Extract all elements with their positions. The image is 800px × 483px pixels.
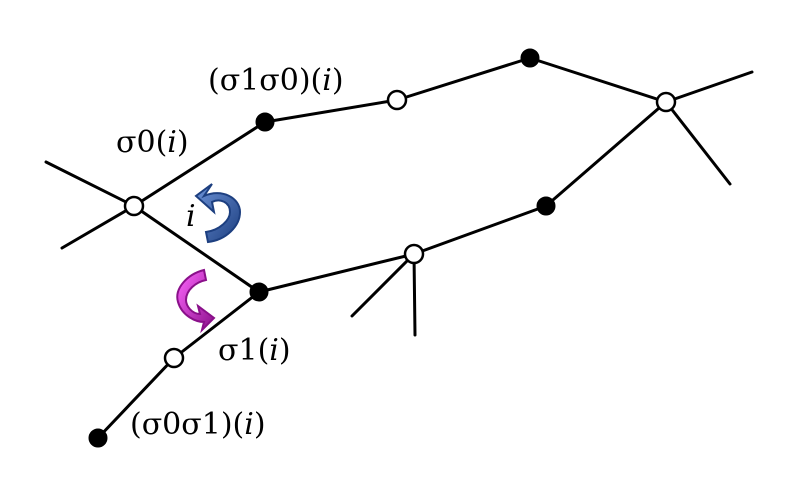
edge	[132, 204, 261, 294]
filled-vertex	[255, 112, 275, 132]
label-sigma1-sigma0-i: (σ1σ0)(i)	[208, 63, 344, 98]
edge	[96, 356, 176, 440]
nodes	[88, 48, 677, 448]
label-sigma0-i: σ0(i)	[116, 125, 189, 160]
open-vertex	[163, 347, 185, 369]
open-vertex	[386, 89, 408, 111]
rotation-arrow-icon	[194, 183, 242, 244]
edge	[132, 120, 267, 208]
filled-vertex	[88, 428, 108, 448]
edge	[528, 56, 668, 104]
open-vertex	[403, 243, 425, 265]
edge	[664, 100, 732, 186]
edge	[60, 204, 136, 250]
edge	[350, 252, 416, 318]
filled-vertex	[536, 196, 556, 216]
rotation-arrow-icon	[176, 268, 216, 334]
open-vertex	[655, 91, 677, 113]
edges	[44, 56, 754, 440]
filled-vertex	[249, 282, 269, 302]
edge	[257, 252, 416, 294]
edge	[544, 100, 668, 208]
label-sigma1-i: σ1(i)	[218, 333, 291, 368]
label-center-i: i	[186, 199, 196, 234]
label-sigma0-sigma1-i: (σ0σ1)(i)	[130, 407, 266, 442]
edge	[44, 160, 136, 208]
edge	[172, 290, 261, 360]
edge	[412, 252, 417, 337]
edge	[412, 204, 548, 256]
edge	[263, 98, 399, 124]
edge	[395, 56, 532, 102]
filled-vertex	[520, 48, 540, 68]
open-vertex	[123, 195, 145, 217]
edge	[664, 70, 754, 104]
